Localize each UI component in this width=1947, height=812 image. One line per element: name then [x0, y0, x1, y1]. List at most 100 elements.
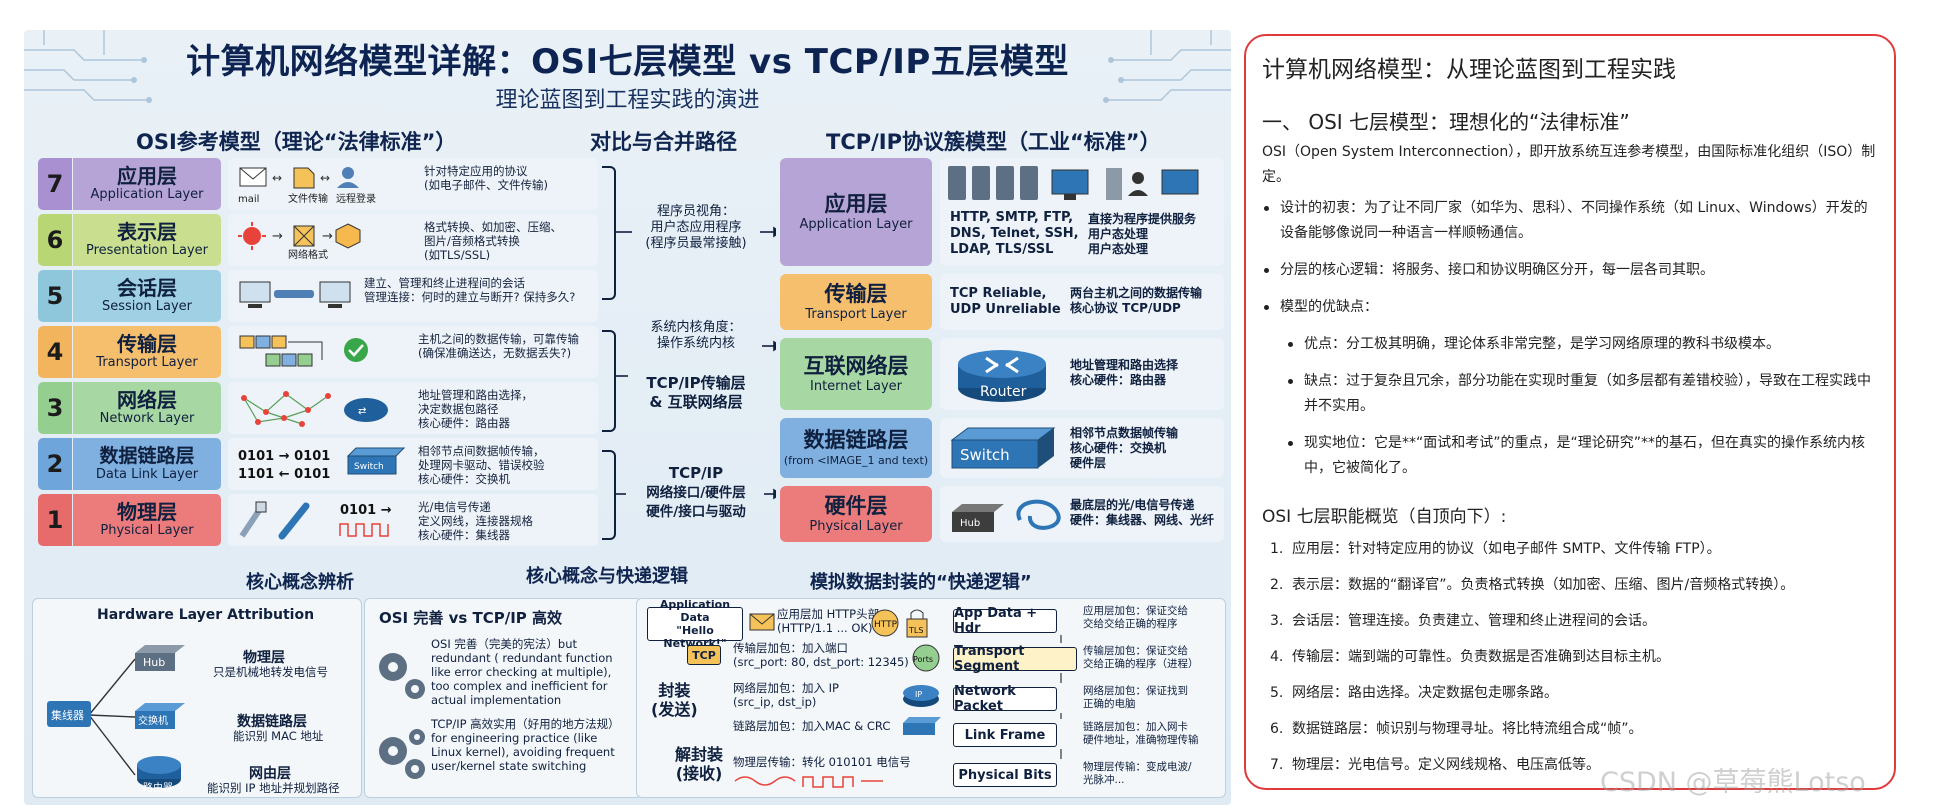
svg-text:IP: IP: [915, 690, 922, 699]
layer-number: 1: [38, 494, 72, 546]
layer-number: 3: [38, 382, 72, 434]
svg-text:⇄: ⇄: [358, 406, 366, 417]
svg-text:Switch: Switch: [960, 446, 1010, 464]
svg-text:TLS: TLS: [908, 626, 923, 635]
hub-switch-router-icon: 集线器 Hub 交换机 路由器: [47, 645, 185, 794]
decapsulation-label: 解封装 (接收): [675, 745, 724, 783]
svg-text:路由器: 路由器: [143, 781, 173, 794]
encapsulation-heading: 模拟数据封装的“快递逻辑”: [810, 572, 1032, 593]
tcpip-layer-datalink: 数据链路层(from <IMAGE_1 and text): [780, 418, 932, 478]
svg-text:mail: mail: [238, 194, 259, 204]
router-icon: Router: [958, 350, 1046, 402]
hw-merge-text: 网络接口/硬件层 硬件/接口与驱动: [646, 485, 746, 520]
hub-cable-icon: Hub: [952, 499, 1061, 532]
list-item: 7.物理层：光电信号。定义网线规格、电压高低等。: [1270, 757, 1600, 773]
hardware-attribution-panel: Hardware Layer Attribution 集线器 Hub 交换机 路…: [32, 598, 362, 798]
layer-number: 4: [38, 326, 72, 378]
programmer-view-text: 程序员视角： 用户态应用程序 (程序员最常接触): [645, 204, 747, 251]
osi-section-heading: OSI参考模型（理论“法律标准”）: [136, 130, 457, 154]
svg-text:远程登录: 远程登录: [336, 192, 376, 204]
svg-text:0101 → 0101: 0101 → 0101: [238, 449, 330, 464]
list-item: 优点：分工极其明确，理论体系非常完整，是学习网络原理的教科书级模本。: [1288, 332, 1882, 357]
comparison-section-heading: 对比与合并路径: [590, 130, 737, 154]
tcpip-datalink-desc: Switch 相邻节点数据帧传输 核心硬件：交换机 硬件层: [940, 418, 1224, 478]
tcpip-hardware-desc: Hub 最底层的光/电信号传递 硬件：集线器、网线、光纤: [940, 486, 1224, 542]
core-logic-heading: 核心概念与快递逻辑: [526, 566, 688, 587]
link-frame-box: Link Frame: [953, 723, 1057, 747]
format-conversion-icon: → → 网络格式: [238, 222, 361, 260]
svg-text:Ports: Ports: [913, 655, 933, 664]
svg-text:交换机: 交换机: [138, 714, 168, 727]
network-graph-router-icon: ⇄: [241, 391, 388, 427]
poster-subtitle: 理论蓝图到工程实践的演进: [495, 88, 760, 113]
cable-signal-icon: 0101 →: [239, 501, 392, 540]
switch-small-icon: [903, 717, 941, 735]
layer-number: 6: [38, 214, 72, 266]
tcpip-section-heading: TCP/IP协议簇模型（工业“标准”）: [826, 130, 1161, 154]
core-concept-heading: 核心概念辨析: [246, 572, 354, 593]
article-title: 计算机网络模型：从理论蓝图到工程实践: [1262, 57, 1676, 83]
svg-text:Switch: Switch: [354, 462, 384, 472]
ip-router-icon: IP: [903, 685, 939, 707]
kernel-view-text: 系统内核角度： 操作系统内核: [650, 320, 742, 351]
bracket-lower: [602, 450, 616, 540]
list-item: 1.应用层：针对特定应用的协议（如电子邮件 SMTP、文件传输 FTP）。: [1270, 541, 1721, 557]
tcpip-merge-text: TCP/IP传输层 & 互联网络层: [646, 374, 746, 411]
circuit-decoration-right-icon: [1103, 30, 1231, 103]
physical-bits-box: Physical Bits: [953, 763, 1057, 787]
encapsulation-panel: Application Data "Hello Network!" 应用层加 H…: [636, 598, 1226, 798]
svg-text:→: →: [272, 229, 283, 244]
signal-wave-icon: [734, 776, 883, 788]
layer-number: 5: [38, 270, 72, 322]
packet-delivery-icon: [239, 335, 368, 367]
list-item: 2.表示层：数据的“翻译官”。负责格式转换（如加密、压缩、图片/音频格式转换）。: [1270, 577, 1795, 593]
article-subheading: OSI 七层职能概览（自顶向下）:: [1262, 507, 1507, 527]
svg-text:→: →: [322, 229, 333, 244]
bracket-middle: [602, 330, 616, 432]
list-item: 3.会话层：管理连接。负责建立、管理和终止进程间的会话。: [1270, 613, 1656, 629]
switch-icon: Switch: [950, 427, 1056, 469]
svg-text:Hub: Hub: [960, 518, 980, 529]
app-data-hdr-box: App Data + Hdr: [953, 606, 1057, 636]
article-card: 计算机网络模型：从理论蓝图到工程实践 一、 OSI 七层模型：理想化的“法律标准…: [1244, 34, 1896, 790]
poster-title: 计算机网络模型详解：OSI七层模型 vs TCP/IP五层模型: [186, 42, 1069, 82]
layer-description: 建立、管理和终止进程间的会话 管理连接：何时的建立与断开? 保持多久?: [228, 270, 598, 322]
svg-text:Hub: Hub: [143, 656, 165, 669]
network-model-infographic: 计算机网络模型详解：OSI七层模型 vs TCP/IP五层模型 理论蓝图到工程实…: [24, 30, 1231, 805]
svg-text:文件传输: 文件传输: [288, 192, 328, 204]
list-item: 现实地位：它是**“面试和考试”的重点，是“理论研究”**的基石，但在真实的操作…: [1288, 431, 1882, 481]
mail-file-login-icon: ↔ ↔ mail 文件传输 远程登录: [238, 167, 376, 204]
svg-text:集线器: 集线器: [51, 708, 84, 722]
tcpip-internet-desc: Router 地址管理和路由选择 核心硬件：路由器: [940, 338, 1224, 410]
list-item: 分层的核心逻辑：将服务、接口和协议明确区分开，每一层各司其职。: [1264, 258, 1880, 283]
watermark: CSDN @草莓熊Lotso: [1600, 767, 1866, 798]
osi-vs-tcpip-panel: OSI 完善 vs TCP/IP 高效 OSI 完善（完美的宪法）but red…: [364, 598, 642, 798]
svg-text:网络格式: 网络格式: [288, 248, 328, 260]
list-item: 6.数据链路层：帧识别与物理寻址。将比特流组合成“帧”。: [1270, 721, 1643, 737]
application-data-box: Application Data "Hello Network!": [647, 598, 743, 650]
encapsulation-label: 封装 (发送): [651, 681, 698, 719]
flow-arrows-icon: [1060, 635, 1062, 759]
bits-switch-icon: 0101 → 0101 1101 ← 0101 Switch: [238, 447, 406, 482]
list-item: 4.传输层：端到端的可靠性。负责数据是否准确到达目标主机。: [1270, 649, 1670, 665]
tcp-badge: TCP: [687, 645, 721, 665]
list-item: 设计的初衷：为了让不同厂家（如华为、思科）、不同操作系统（如 Linux、Win…: [1264, 196, 1880, 246]
servers-devices-icon: [948, 166, 1199, 200]
layer-description: ↔ ↔ mail 文件传输 远程登录 针对特定应用的协议 (如电子邮件、文件传输…: [228, 158, 598, 210]
merge-arrows-icon: [616, 226, 776, 500]
svg-text:↔: ↔: [320, 171, 330, 185]
